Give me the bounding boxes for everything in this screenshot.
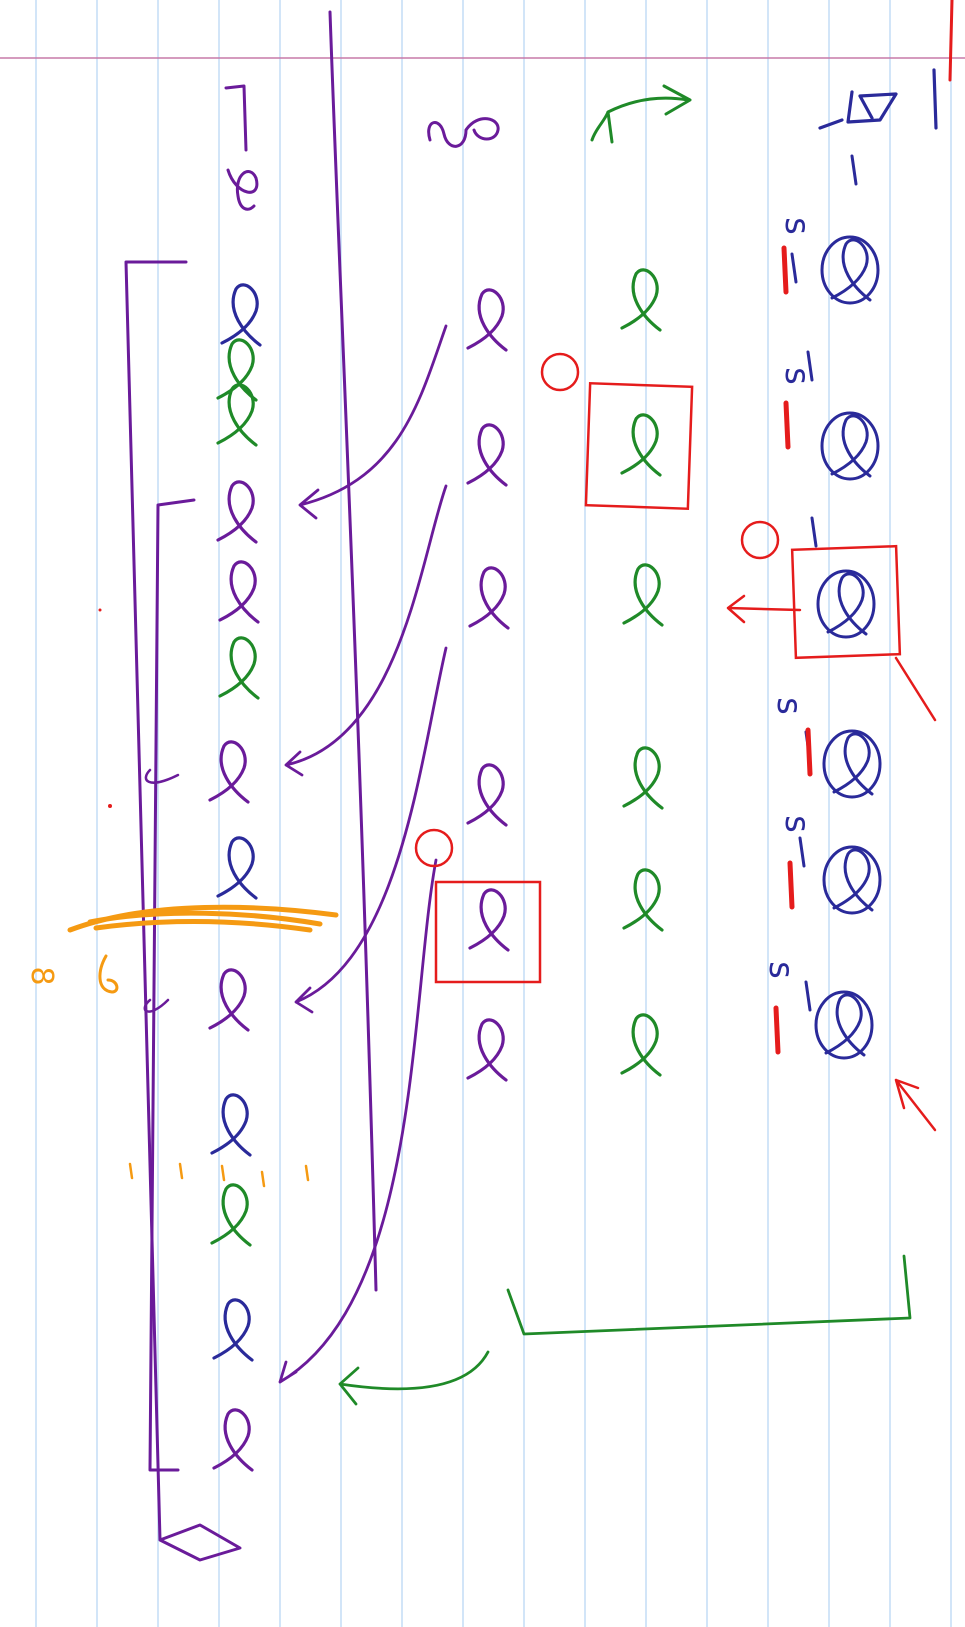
blue-s-letter-4: s bbox=[777, 815, 817, 833]
blue-tick-7 bbox=[852, 156, 856, 184]
purple-long-line bbox=[330, 12, 376, 1290]
purple-column-header-mark bbox=[429, 119, 498, 147]
left-column-loop-12 bbox=[214, 1300, 252, 1360]
blue-circled-loop-4-ring bbox=[824, 731, 880, 797]
green-bottom-bracket bbox=[508, 1256, 910, 1334]
purple-arrow-4 bbox=[280, 860, 436, 1382]
red-circle-mark-3 bbox=[416, 830, 452, 866]
left-column-loop-8 bbox=[218, 838, 256, 898]
left-column-loop-1 bbox=[222, 285, 260, 345]
blue-tick-3 bbox=[812, 518, 816, 546]
red-arrow-left bbox=[728, 596, 800, 622]
blue-circled-loop-5 bbox=[834, 850, 872, 910]
purple-inner-bracket bbox=[150, 500, 194, 1470]
blue-s-letter-5: s bbox=[761, 961, 801, 979]
orange-dash-5 bbox=[306, 1166, 308, 1180]
red-bar-4 bbox=[790, 863, 792, 907]
purple-arrow-2 bbox=[286, 486, 446, 775]
purple-column-loop-2 bbox=[468, 425, 506, 485]
purple-column-loop-5 bbox=[468, 1020, 506, 1080]
red-box-green bbox=[586, 383, 692, 508]
red-dot-2 bbox=[108, 804, 112, 808]
blue-circled-loop-1 bbox=[832, 240, 870, 300]
left-column-loop-7 bbox=[210, 742, 248, 802]
blue-tick-5 bbox=[800, 838, 804, 866]
green-column-loop-5 bbox=[622, 1015, 660, 1075]
blue-s-letter-1: s bbox=[777, 217, 817, 235]
blue-circled-loop-2 bbox=[832, 416, 870, 476]
green-column-loop-2 bbox=[624, 565, 662, 625]
blue-circled-loop-6 bbox=[826, 995, 864, 1055]
blue-circled-loop-3 bbox=[828, 574, 866, 634]
blue-tick-6 bbox=[806, 982, 810, 1010]
red-arrow-bottom bbox=[896, 1080, 935, 1130]
left-column-loop-9 bbox=[210, 970, 248, 1030]
purple-arrow-mark bbox=[226, 86, 257, 209]
blue-circled-loop-2-ring bbox=[822, 413, 878, 479]
purple-column-loop-3 bbox=[470, 568, 508, 628]
green-boxed-loop bbox=[622, 415, 660, 475]
blue-circled-loop-6-ring bbox=[816, 992, 872, 1058]
purple-bracket-ticks bbox=[145, 770, 178, 1012]
blue-column-header-mark bbox=[820, 70, 936, 128]
left-column-loop-11 bbox=[212, 1185, 250, 1245]
orange-loop-mark bbox=[100, 956, 117, 992]
blue-circled-loop-5-ring bbox=[824, 847, 880, 913]
red-bar-1 bbox=[784, 248, 786, 292]
orange-scribble bbox=[70, 907, 336, 930]
orange-dash-1 bbox=[130, 1164, 132, 1178]
purple-boxed-loop bbox=[470, 890, 508, 950]
green-column-header-mark bbox=[592, 86, 690, 142]
red-box-blue bbox=[792, 546, 900, 658]
orange-dash-3 bbox=[222, 1166, 224, 1180]
purple-arrow-1 bbox=[300, 326, 446, 518]
red-lead-line bbox=[896, 658, 935, 720]
red-circle-mark-2 bbox=[742, 522, 778, 558]
orange-dash-4 bbox=[262, 1172, 264, 1186]
green-return-arrow bbox=[340, 1352, 488, 1404]
red-top-mark bbox=[950, 0, 952, 80]
green-column-loop-4 bbox=[624, 870, 662, 930]
green-column-loop-1 bbox=[622, 270, 660, 330]
red-bar-5 bbox=[776, 1008, 778, 1052]
red-circle-mark-1 bbox=[542, 354, 578, 390]
blue-s-letter-3: s bbox=[769, 697, 809, 715]
blue-circled-loop-1-ring bbox=[822, 237, 878, 303]
red-bar-2 bbox=[786, 403, 788, 447]
left-column-loop-4 bbox=[218, 482, 256, 542]
blue-tick-1 bbox=[792, 254, 796, 282]
blue-circled-loop-3-ring bbox=[818, 571, 874, 637]
red-box-purple bbox=[436, 882, 540, 982]
left-column-loop-6 bbox=[220, 638, 258, 698]
left-column-loop-5 bbox=[220, 562, 258, 622]
left-column-loop-10 bbox=[212, 1095, 250, 1155]
green-column-loop-3 bbox=[624, 748, 662, 808]
orange-dash-2 bbox=[180, 1164, 182, 1178]
red-bar-3 bbox=[808, 730, 810, 774]
orange-count-label: 8 bbox=[24, 966, 59, 985]
purple-column-loop-1 bbox=[468, 290, 506, 350]
blue-circled-loop-4 bbox=[834, 734, 872, 794]
red-dot-1 bbox=[99, 609, 102, 612]
left-column-loop-13 bbox=[214, 1410, 252, 1470]
purple-column-loop-4 bbox=[468, 765, 506, 825]
